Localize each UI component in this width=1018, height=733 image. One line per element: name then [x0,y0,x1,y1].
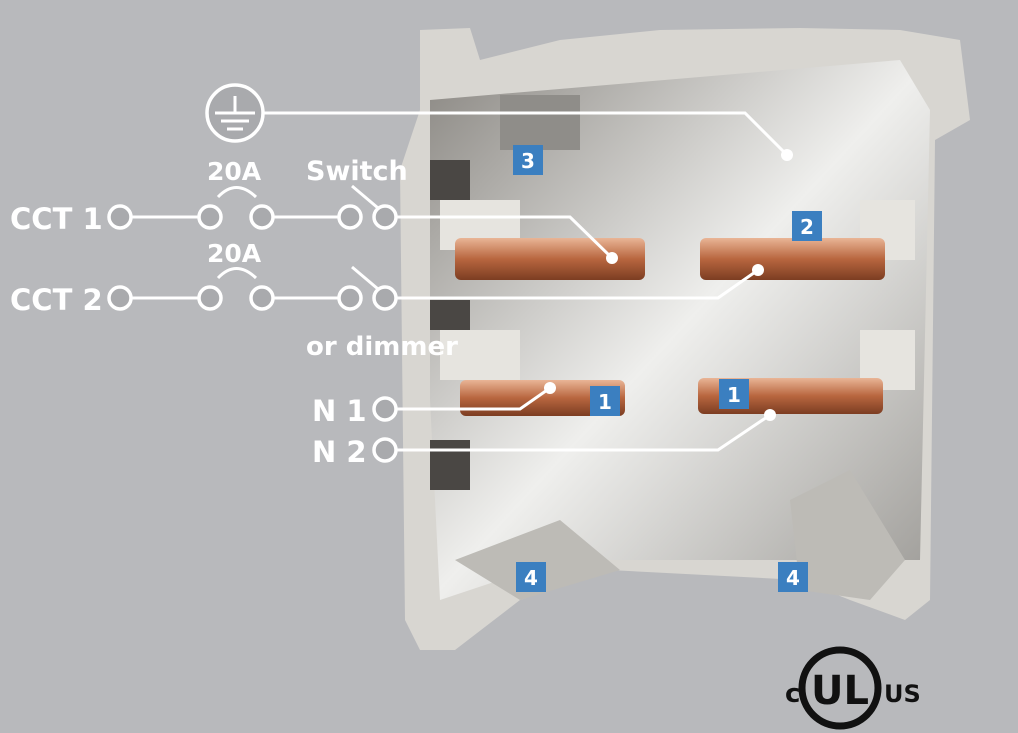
neutral-wires [372,382,776,463]
breaker2-label: 20A [207,239,262,268]
breaker1-label: 20A [207,157,262,186]
ground-wire [263,111,789,157]
ground-symbol-icon [205,83,265,143]
track-profile-image [400,28,970,650]
badge-4: 4 [516,562,546,592]
circuit-1 [107,184,618,264]
badge-4: 4 [778,562,808,592]
switch-label: Switch [306,156,408,187]
svg-text:UL: UL [811,668,869,714]
badge-3: 3 [513,145,543,175]
svg-text:4: 4 [524,566,538,590]
n2-label: N 2 [312,435,367,469]
badge-1: 1 [719,379,749,409]
circuit-2 [107,264,764,311]
cct2-label: CCT 2 [10,283,103,317]
cct1-label: CCT 1 [10,202,103,236]
dimmer-label: or dimmer [306,332,458,362]
svg-text:c: c [785,679,800,709]
ul-certification-logo: c UL US [785,646,921,730]
svg-text:2: 2 [800,215,814,239]
badge-1: 1 [590,386,620,416]
svg-text:US: US [884,680,921,708]
svg-text:4: 4 [786,566,800,590]
svg-text:1: 1 [727,383,741,407]
badge-2: 2 [792,211,822,241]
ground-contact-dot [781,149,793,161]
svg-text:1: 1 [598,390,612,414]
n1-label: N 1 [312,394,367,428]
svg-text:3: 3 [521,149,535,173]
